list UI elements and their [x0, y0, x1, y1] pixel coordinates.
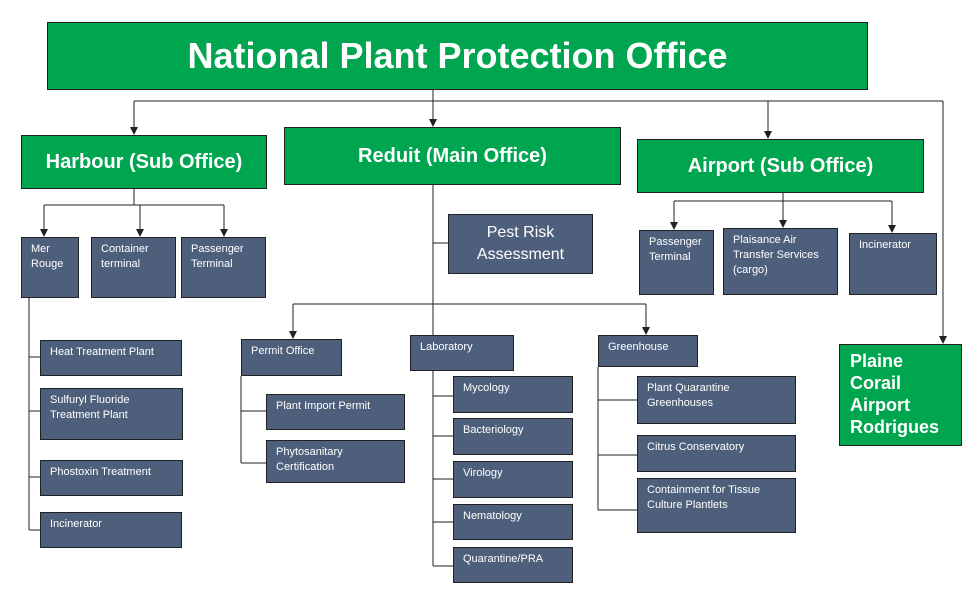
facility-incinerator: Incinerator	[40, 512, 182, 548]
lab-item-virology: Virology	[453, 461, 573, 498]
greenhouse-item-plant-quarantine: Plant Quarantine Greenhouses	[637, 376, 796, 424]
greenhouse-item-tissue-culture: Containment for Tissue Culture Plantlets	[637, 478, 796, 533]
harbour-unit-passenger-terminal: Passenger Terminal	[181, 237, 266, 298]
harbour-unit-mer-rouge: Mer Rouge	[21, 237, 79, 298]
facility-heat-treatment-plant: Heat Treatment Plant	[40, 340, 182, 376]
facility-phostoxin-treatment: Phostoxin Treatment	[40, 460, 183, 496]
permit-office: Permit Office	[241, 339, 342, 376]
lab-item-quarantine-pra: Quarantine/PRA	[453, 547, 573, 583]
airport-sub-office: Airport (Sub Office)	[637, 139, 924, 193]
greenhouse: Greenhouse	[598, 335, 698, 367]
reduit-main-office: Reduit (Main Office)	[284, 127, 621, 185]
page-title: National Plant Protection Office	[47, 22, 868, 90]
harbour-unit-container-terminal: Container terminal	[91, 237, 176, 298]
lab-item-bacteriology: Bacteriology	[453, 418, 573, 455]
pest-risk-assessment: Pest Risk Assessment	[448, 214, 593, 274]
greenhouse-item-citrus-conservatory: Citrus Conservatory	[637, 435, 796, 472]
lab-item-mycology: Mycology	[453, 376, 573, 413]
laboratory: Laboratory	[410, 335, 514, 371]
airport-unit-plaisance-cargo: Plaisance Air Transfer Services (cargo)	[723, 228, 838, 295]
permit-item-plant-import: Plant Import Permit	[266, 394, 405, 430]
facility-sulfuryl-fluoride-plant: Sulfuryl Fluoride Treatment Plant	[40, 388, 183, 440]
airport-unit-incinerator: Incinerator	[849, 233, 937, 295]
lab-item-nematology: Nematology	[453, 504, 573, 540]
harbour-sub-office: Harbour (Sub Office)	[21, 135, 267, 189]
airport-unit-passenger-terminal: Passenger Terminal	[639, 230, 714, 295]
plaine-corail-airport-rodrigues: Plaine Corail Airport Rodrigues	[839, 344, 962, 446]
permit-item-phytosanitary: Phytosanitary Certification	[266, 440, 405, 483]
